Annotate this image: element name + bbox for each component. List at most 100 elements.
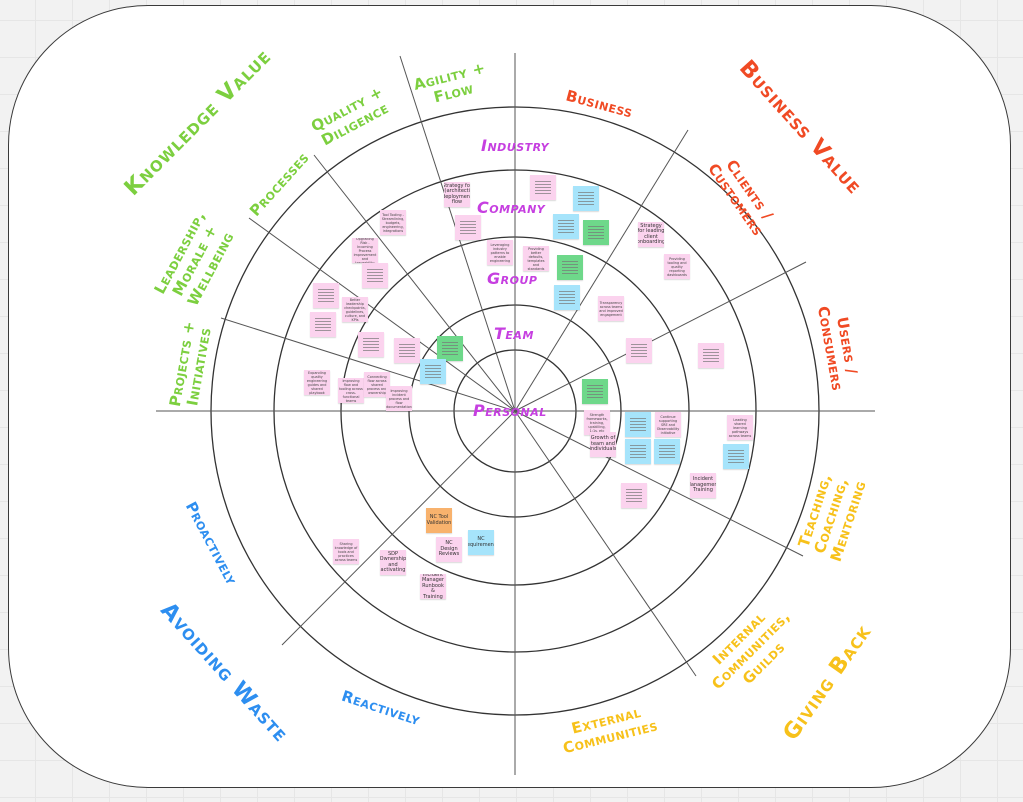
sticky-note[interactable]: Incident Manager Runbook & Training [420,574,446,599]
sticky-note[interactable]: Better leadership checkpoints, guideline… [342,297,368,322]
sticky-note[interactable]: Expanding quality engineering guides and… [304,370,330,395]
sticky-note[interactable]: Continue supporting SRE and Observabilit… [655,412,681,437]
sticky-note[interactable]: Incident Management Training [690,473,716,498]
radial-divider [514,129,689,412]
radial-divider [281,410,516,646]
sticky-note-text: Leveraging industry patterns to enable e… [489,242,511,263]
sticky-note-placeholder-lines [557,220,575,233]
sticky-note-placeholder-lines [727,450,745,463]
sticky-note-text: NC Tool Validation [426,514,452,526]
sticky-note-placeholder-lines [459,221,477,234]
sticky-note-text: NC Design Reviews [438,540,460,558]
sticky-note[interactable] [625,412,651,437]
sticky-note[interactable] [362,263,388,288]
sticky-note-text: Providing better defaults, templates and… [527,246,545,271]
sticky-note[interactable]: Strategy for leading client onboarding [638,222,664,247]
sticky-note[interactable] [530,175,556,200]
sticky-note-placeholder-lines [658,445,676,458]
sticky-note[interactable]: Providing better defaults, templates and… [523,246,549,271]
sticky-note-placeholder-lines [362,338,380,351]
sticky-note-text: Improving incident process and flow docu… [386,388,412,409]
ring-label-team: Team [494,324,534,343]
sticky-note[interactable]: Strategy for (re)architecting deployment… [444,182,470,207]
sticky-note[interactable]: Leveraging industry patterns to enable e… [487,240,513,265]
sticky-note-placeholder-lines [577,192,595,205]
whiteboard-frame [8,5,1011,788]
sticky-note-placeholder-lines [561,261,579,274]
sticky-note[interactable]: Growth of team and individuals [590,432,616,457]
sticky-note-placeholder-lines [317,289,335,302]
sticky-note[interactable] [625,439,651,464]
sticky-note-placeholder-lines [424,365,442,378]
sticky-note[interactable] [557,255,583,280]
sticky-note[interactable] [626,338,652,363]
ring-label-industry: Industry [481,136,550,155]
sticky-note-text: Incident Management Training [690,476,716,494]
sticky-note-placeholder-lines [629,418,647,431]
sticky-note-text: Connecting flow across shared process an… [366,374,388,395]
sticky-note[interactable] [420,359,446,384]
sticky-note[interactable] [723,444,749,469]
sticky-note-text: Improving flow and tooling across cross-… [339,378,363,403]
sticky-note-text: Upgrading Risk - Incoming Process improv… [353,238,377,263]
sticky-note-text: Providing tooling and quality reporting … [667,256,687,277]
sticky-note[interactable] [310,312,336,337]
sticky-note[interactable]: Upgrading Risk - Incoming Process improv… [352,238,378,263]
sticky-note[interactable] [455,215,481,240]
sticky-note[interactable]: NC Design Reviews [436,537,462,562]
radial-divider [514,261,807,412]
sticky-note-placeholder-lines [398,344,416,357]
sticky-note[interactable] [698,343,724,368]
sticky-note[interactable] [554,285,580,310]
sticky-note[interactable] [437,336,463,361]
sticky-note[interactable]: Strength frameworks, training, upskillin… [584,410,610,435]
sticky-note[interactable]: Improving incident process and flow docu… [386,386,412,411]
sticky-note-text: Strategy for leading client onboarding [638,222,664,245]
radial-divider [220,317,516,412]
radial-divider [248,217,516,412]
sticky-note[interactable]: Providing tooling and quality reporting … [664,254,690,279]
sticky-note-text: Tool Tooling - Streamlining, budgets, en… [381,212,405,233]
sticky-note[interactable] [313,283,339,308]
sticky-note-text: Transparency across teams and improved e… [599,300,623,317]
sticky-note-text: Better leadership checkpoints, guideline… [344,297,366,322]
radial-divider [313,154,516,412]
sticky-note-placeholder-lines [702,349,720,362]
sticky-note[interactable]: SDP Ownership and activating [380,550,406,575]
sticky-note[interactable]: NC Tool Validation [426,508,452,533]
sticky-note[interactable] [358,332,384,357]
sticky-note[interactable]: Leading shared learning pathways across … [727,415,753,440]
radial-divider [514,410,804,557]
sticky-note-text: Growth of team and individuals [590,435,616,453]
sticky-note[interactable]: Improving flow and tooling across cross-… [338,378,364,403]
sticky-note[interactable]: Tool Tooling - Streamlining, budgets, en… [380,210,406,235]
sticky-note[interactable]: Connecting flow across shared process an… [364,372,390,397]
sticky-note[interactable]: NC Requirements [468,530,494,555]
sticky-note-text: Strategy for (re)architecting deployment… [444,182,470,205]
sticky-note-placeholder-lines [366,269,384,282]
sticky-note-placeholder-lines [441,342,459,355]
sticky-note-placeholder-lines [534,181,552,194]
sticky-note-placeholder-lines [586,385,604,398]
sticky-note-placeholder-lines [314,318,332,331]
sticky-note[interactable] [582,379,608,404]
sticky-note[interactable] [583,220,609,245]
sticky-note[interactable] [621,483,647,508]
sticky-note-text: Sharing knowledge of tools and practices… [334,541,358,562]
sticky-note-text: Continue supporting SRE and Observabilit… [656,414,680,435]
sticky-note[interactable]: Transparency across teams and improved e… [598,296,624,321]
sticky-note-placeholder-lines [558,291,576,304]
sticky-note[interactable] [394,338,420,363]
sticky-note[interactable] [553,214,579,239]
sticky-note-text: NC Requirements [468,536,494,548]
sticky-note-placeholder-lines [630,344,648,357]
ring-label-group: Group [487,269,538,288]
sticky-note-text: Strength frameworks, training, upskillin… [586,412,608,433]
sticky-note-text: Incident Manager Runbook & Training [422,574,444,599]
ring-label-personal: Personal [473,401,547,420]
sticky-note[interactable]: Sharing knowledge of tools and practices… [333,539,359,564]
ring-label-company: Company [477,198,546,217]
sticky-note[interactable] [654,439,680,464]
sticky-note-placeholder-lines [587,226,605,239]
sticky-note[interactable] [573,186,599,211]
